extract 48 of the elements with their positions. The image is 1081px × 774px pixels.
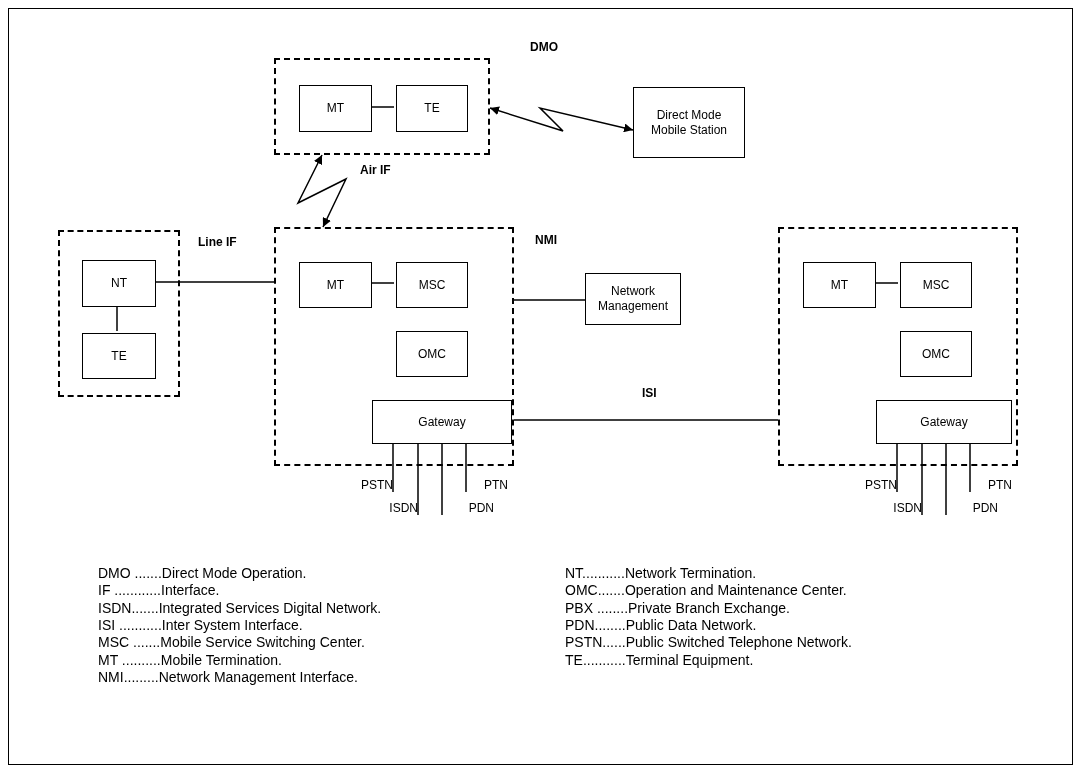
network-label: PSTN [854,478,897,492]
dashed-group-box [58,230,180,397]
process-box: NT [82,260,156,307]
process-box: MT [299,262,372,308]
dashed-group-box [274,58,490,155]
abbreviation-entry: OMC.......Operation and Maintenance Center. [565,582,847,600]
process-box: OMC [396,331,468,377]
abbreviation-entry: NMI.........Network Management Interface. [98,668,358,686]
radio-link-arrow [296,154,348,228]
abbreviation-entry: NT...........Network Termination. [565,565,757,582]
connector-line [513,299,586,301]
dashed-group-box [778,227,1018,466]
abbreviation-entry: MSC .......Mobile Service Switching Center. [98,634,365,652]
network-label: PDN [442,501,494,515]
network-label: PSTN [350,478,393,492]
process-box: TE [396,85,468,132]
network-label: PTN [466,478,508,492]
abbreviation-entry: IF ............Interface. [98,582,220,600]
process-box: MSC [900,262,972,308]
network-label: ISDN [862,501,922,515]
edge-label: ISI [640,386,659,400]
edge-label: Line IF [196,235,239,249]
abbreviation-entry: TE...........Terminal Equipment. [565,651,754,669]
connector-line [513,419,779,421]
network-label: PDN [946,501,998,515]
abbreviation-entry: PBX ........Private Branch Exchange. [565,599,790,617]
process-box: MT [803,262,876,308]
process-box: MSC [396,262,468,308]
process-box: TE [82,333,156,379]
dashed-group-box [274,227,514,466]
abbreviation-entry: DMO .......Direct Mode Operation. [98,565,307,582]
abbreviation-entry: ISI ...........Inter System Interface. [98,616,303,634]
network-label: ISDN [358,501,418,515]
process-box: Direct Mode Mobile Station [633,87,745,158]
process-box: Gateway [876,400,1012,444]
process-box: OMC [900,331,972,377]
abbreviation-entry: ISDN.......Integrated Services Digital Network. [98,599,382,617]
process-box: Network Management [585,273,681,325]
edge-label: NMI [533,233,559,247]
edge-label: DMO [528,40,560,54]
abbreviation-entry: PSTN......Public Switched Telephone Network. [565,634,852,652]
abbreviation-entry: PDN........Public Data Network. [565,616,757,634]
edge-label: Air IF [358,163,393,177]
network-label: PTN [970,478,1012,492]
abbreviation-entry: MT ..........Mobile Termination. [98,651,282,669]
process-box: Gateway [372,400,512,444]
radio-link-arrow [489,106,634,133]
process-box: MT [299,85,372,132]
